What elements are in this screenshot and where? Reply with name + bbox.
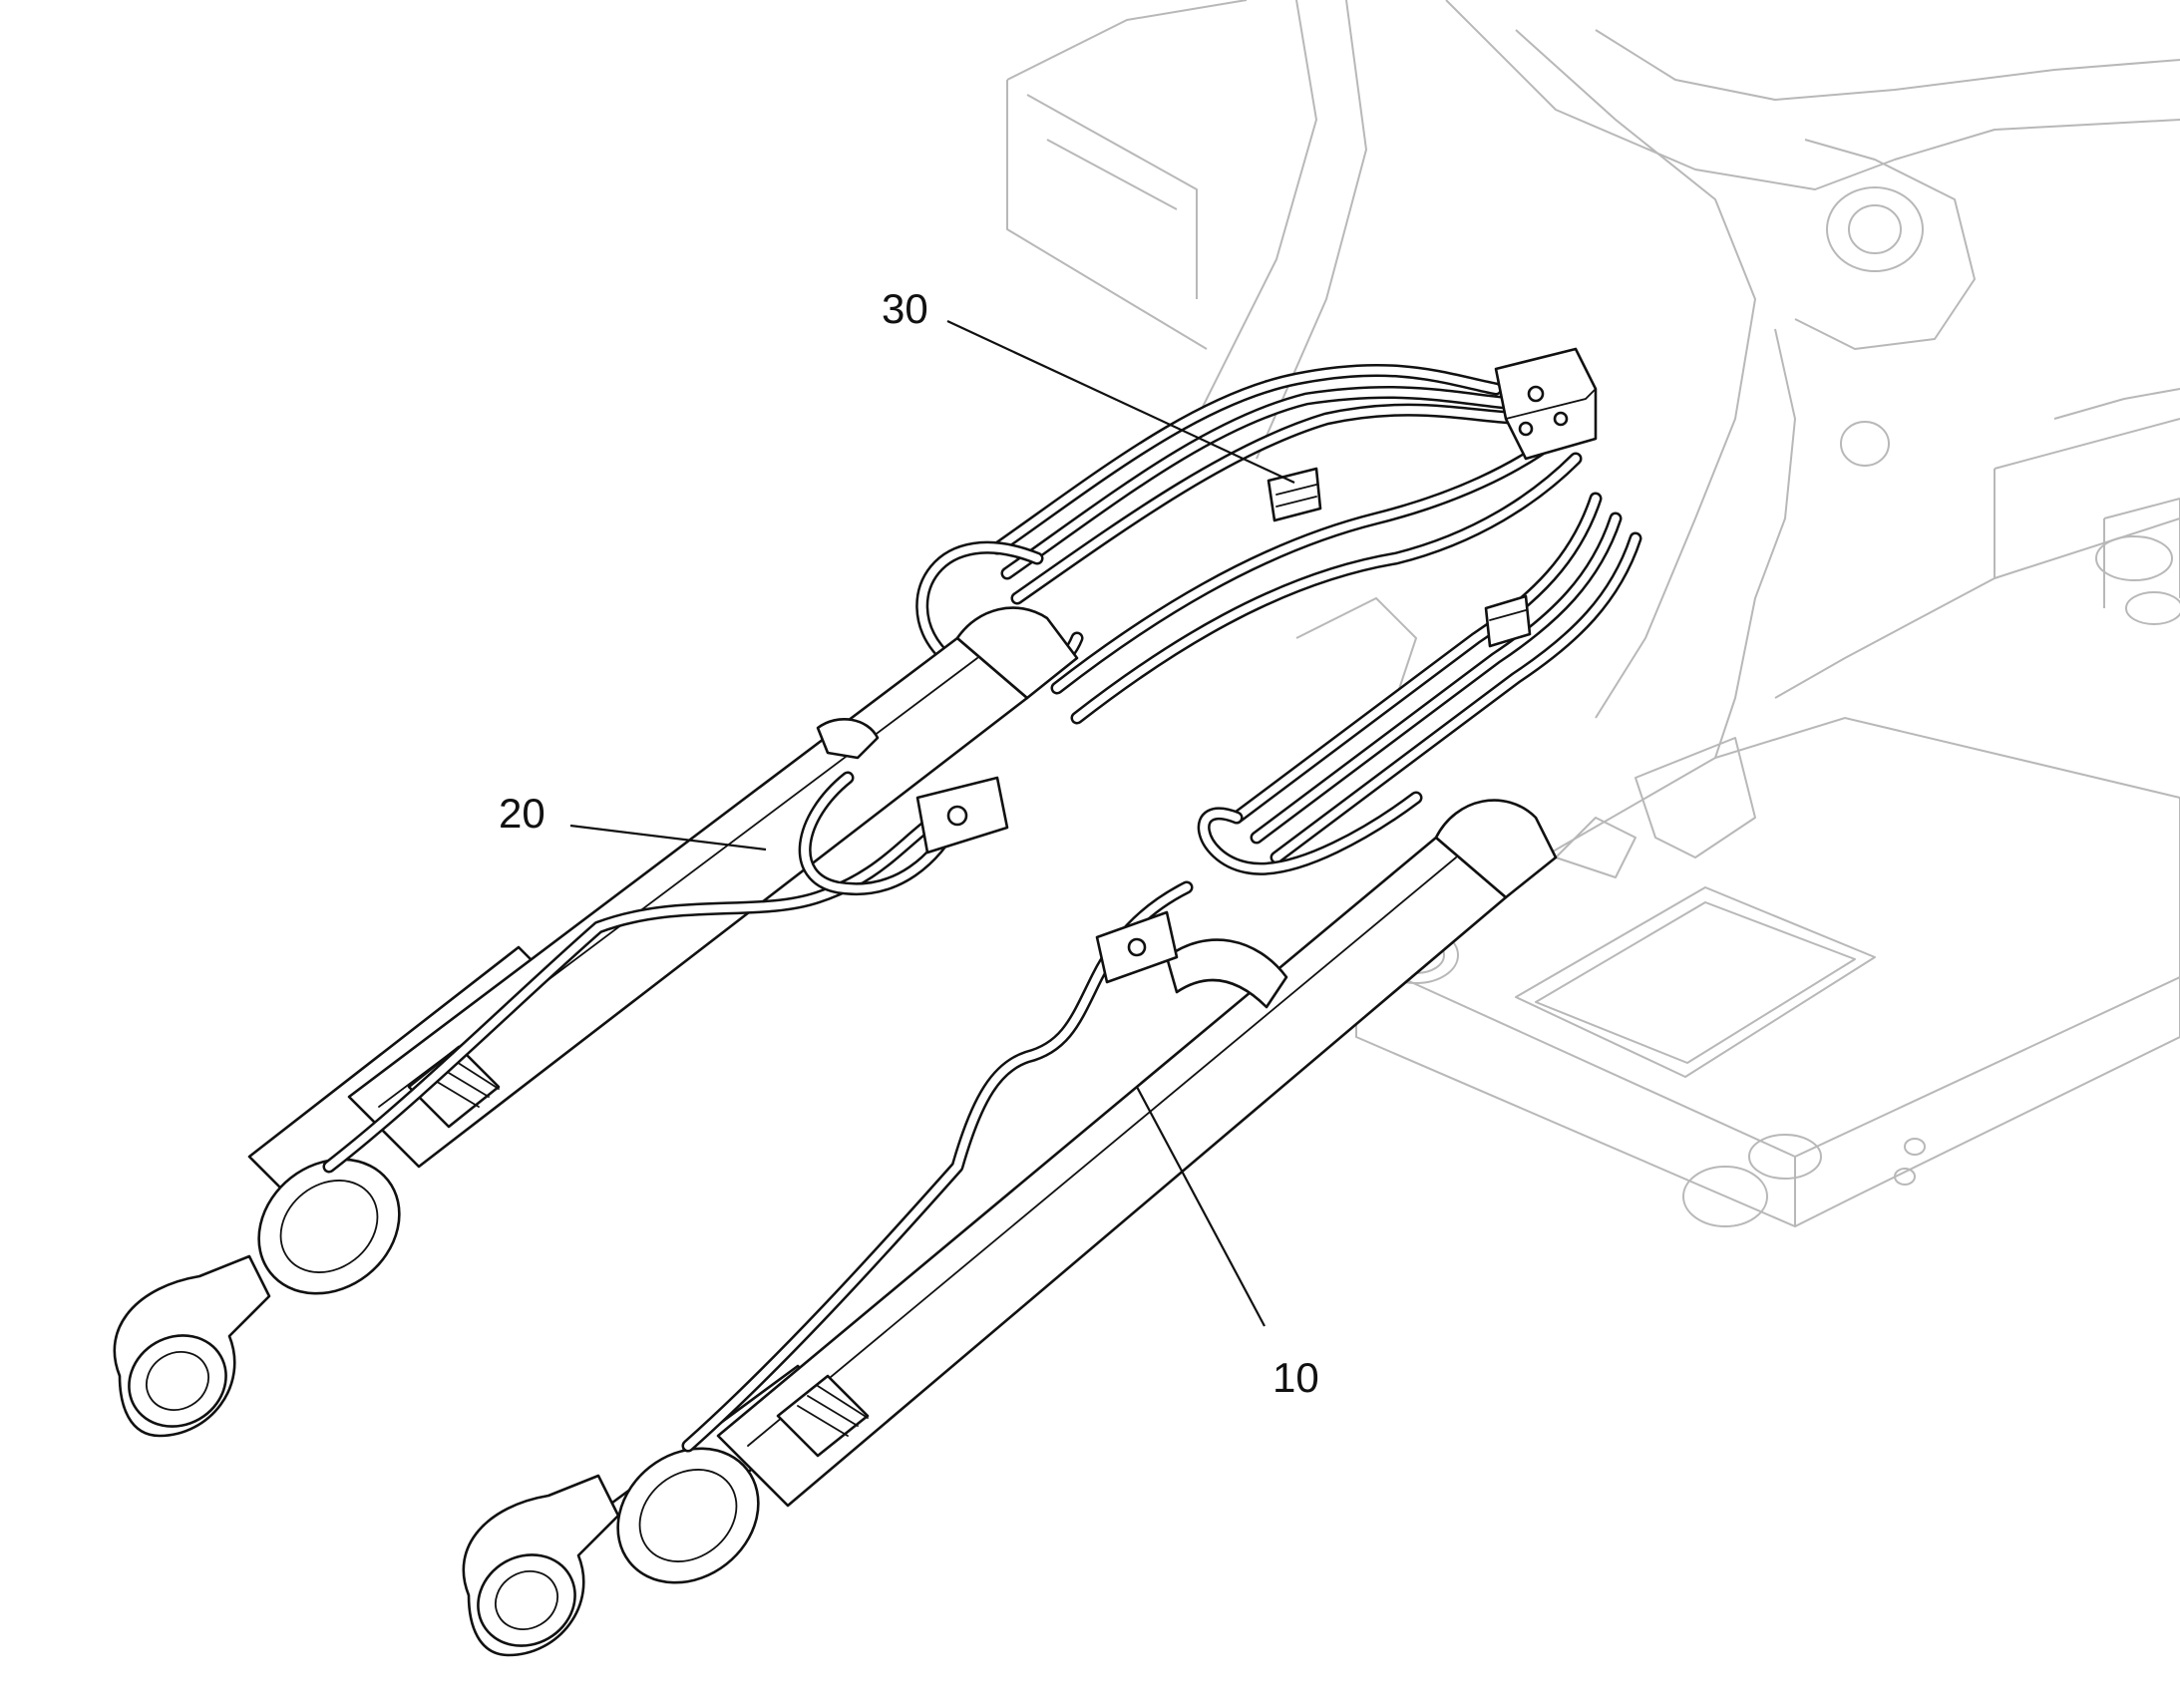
hydraulic-cylinder-10 — [462, 799, 1558, 1657]
hose-bundle — [915, 363, 1642, 875]
callout-label-10: 10 — [1272, 1354, 1319, 1401]
leader-line-10 — [1136, 1086, 1266, 1327]
callout-30: 30 — [882, 285, 1295, 484]
callout-label-20: 20 — [499, 790, 545, 837]
leader-line-20 — [569, 824, 767, 852]
hose-clamp-upper — [1267, 467, 1322, 522]
valve-manifold — [1494, 347, 1598, 461]
hose-clamp-lower — [1484, 594, 1532, 648]
callout-label-30: 30 — [882, 285, 928, 332]
machine-frame — [1006, 0, 2180, 1228]
callout-20: 20 — [499, 790, 767, 852]
hydraulic-cylinder-20 — [113, 606, 1079, 1438]
callout-10: 10 — [1136, 1086, 1319, 1401]
leader-line-30 — [946, 320, 1295, 484]
